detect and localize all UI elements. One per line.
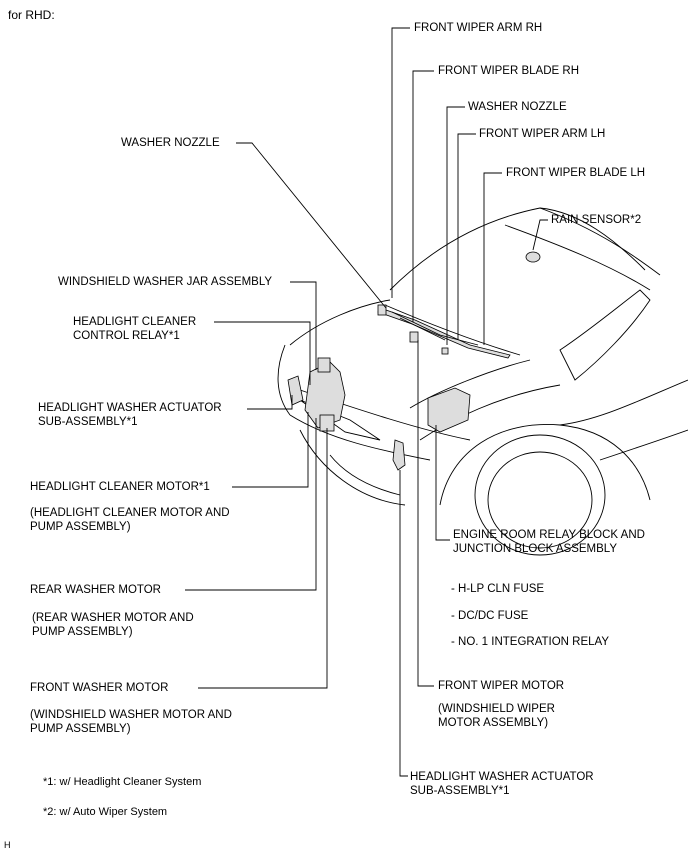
label-front-wiper-motor-sub: (WINDSHIELD WIPER MOTOR ASSEMBLY) xyxy=(438,703,555,729)
label-headlight-washer-actuator-bottom: HEADLIGHT WASHER ACTUATOR SUB-ASSEMBLY*1 xyxy=(410,771,594,797)
label-engine-room-relay-block: ENGINE ROOM RELAY BLOCK AND JUNCTION BLO… xyxy=(453,529,645,555)
label-rain-sensor: RAIN SENSOR*2 xyxy=(551,214,642,226)
label-headlight-cleaner-motor-sub: (HEADLIGHT CLEANER MOTOR AND PUMP ASSEMB… xyxy=(30,507,230,533)
label-front-wiper-arm-lh: FRONT WIPER ARM LH xyxy=(479,128,606,140)
label-front-wiper-blade-rh: FRONT WIPER BLADE RH xyxy=(438,65,579,77)
footnote-2: *2: w/ Auto Wiper System xyxy=(43,806,168,818)
label-windshield-washer-jar: WINDSHIELD WASHER JAR ASSEMBLY xyxy=(58,276,273,288)
label-fuse-dcdc: - DC/DC FUSE xyxy=(451,610,529,622)
label-washer-nozzle-left: WASHER NOZZLE xyxy=(121,137,220,149)
label-headlight-washer-actuator-left: HEADLIGHT WASHER ACTUATOR SUB-ASSEMBLY*1 xyxy=(38,402,222,428)
footnote-1: *1: w/ Headlight Cleaner System xyxy=(43,776,202,788)
label-fuse-hlp: - H-LP CLN FUSE xyxy=(451,583,545,595)
label-washer-nozzle-right: WASHER NOZZLE xyxy=(468,101,567,113)
label-front-washer-motor-sub: (WINDSHIELD WASHER MOTOR AND PUMP ASSEMB… xyxy=(30,709,232,735)
label-front-wiper-blade-lh: FRONT WIPER BLADE LH xyxy=(506,167,646,179)
diagram-title: for RHD: xyxy=(8,8,55,22)
label-headlight-cleaner-relay: HEADLIGHT CLEANER CONTROL RELAY*1 xyxy=(73,316,197,342)
label-front-wiper-motor: FRONT WIPER MOTOR xyxy=(438,680,565,692)
label-rear-washer-motor: REAR WASHER MOTOR xyxy=(30,584,161,596)
component-shapes xyxy=(287,251,541,471)
corner-mark: H xyxy=(4,840,11,850)
label-rear-washer-motor-sub: (REAR WASHER MOTOR AND PUMP ASSEMBLY) xyxy=(32,612,194,638)
label-front-washer-motor: FRONT WASHER MOTOR xyxy=(30,682,169,694)
leader-lines xyxy=(185,27,548,777)
label-relay-integration: - NO. 1 INTEGRATION RELAY xyxy=(451,636,610,648)
label-front-wiper-arm-rh: FRONT WIPER ARM RH xyxy=(414,22,543,34)
label-headlight-cleaner-motor: HEADLIGHT CLEANER MOTOR*1 xyxy=(30,481,210,493)
